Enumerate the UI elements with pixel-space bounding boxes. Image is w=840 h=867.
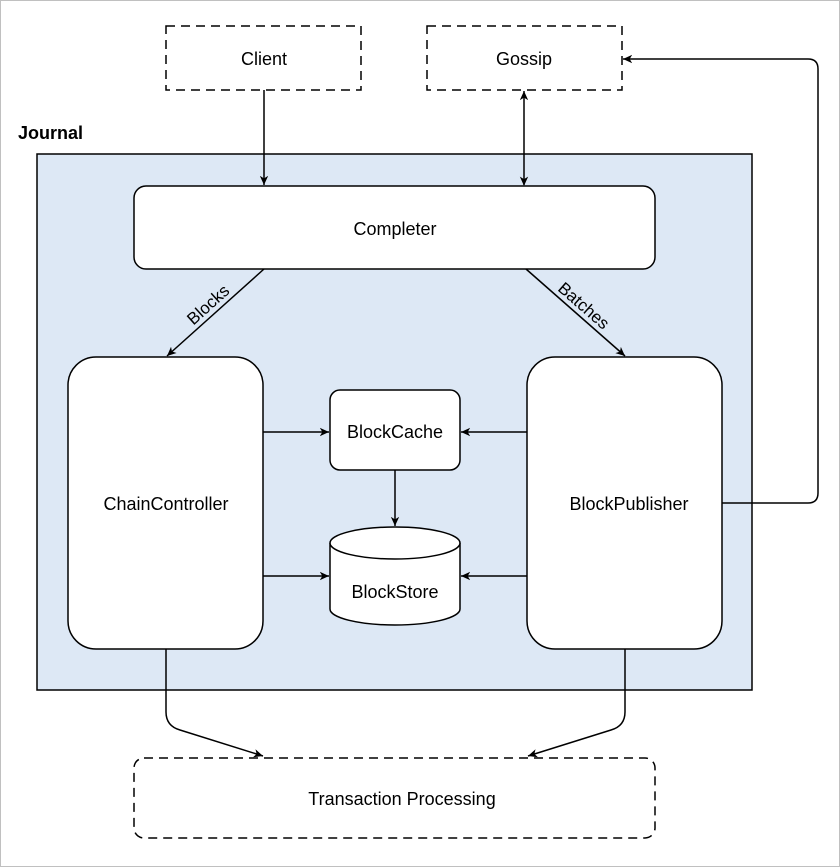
client-node: Client: [165, 25, 362, 91]
edge-block-publisher-gossip: [623, 54, 819, 504]
edge-block-publisher-transaction-processing: [527, 649, 626, 758]
transaction-processing-node: Transaction Processing: [133, 757, 656, 839]
client-label: Client: [241, 49, 287, 69]
completer-node: Completer: [133, 185, 656, 270]
edge-chain-controller-transaction-processing: [165, 649, 264, 758]
block-cache-node: BlockCache: [329, 389, 461, 471]
completer-label: Completer: [353, 219, 436, 239]
edge-completer-chain-controller: [166, 268, 265, 357]
gossip-node: Gossip: [426, 25, 623, 91]
block-store-node: BlockStore: [329, 526, 461, 626]
edge-completer-block-publisher: [525, 268, 626, 357]
chain-controller-node: ChainController: [67, 356, 264, 650]
block-store-label: BlockStore: [351, 582, 438, 602]
journal-label: Journal: [18, 123, 83, 143]
block-publisher-label: BlockPublisher: [569, 494, 688, 514]
chain-controller-label: ChainController: [103, 494, 228, 514]
block-cache-label: BlockCache: [347, 422, 443, 442]
transaction-processing-label: Transaction Processing: [308, 789, 495, 809]
gossip-label: Gossip: [496, 49, 552, 69]
block-publisher-node: BlockPublisher: [526, 356, 723, 650]
